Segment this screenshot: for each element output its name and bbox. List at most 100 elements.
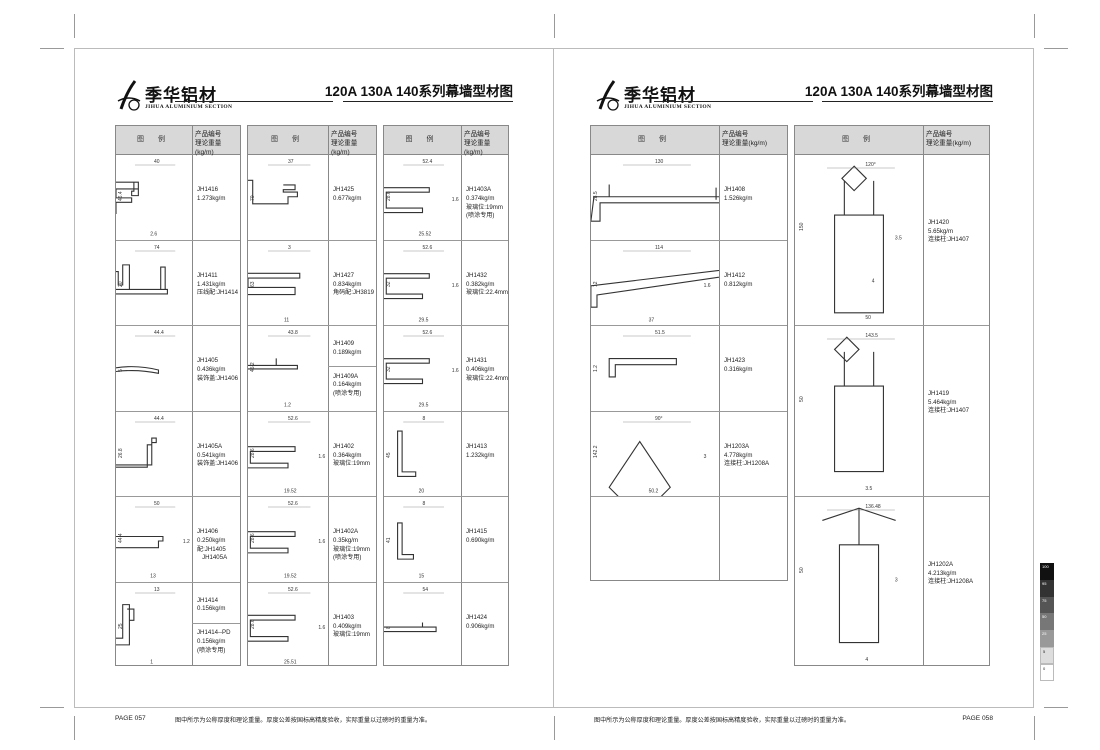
page-title: 120A 130A 140系列幕墙型材图 [804,84,993,99]
dimension-label: 8 [423,501,426,507]
profile-outline [116,603,135,645]
dimension-label: 12 [593,281,599,287]
dimension-label: 32 [386,281,392,287]
product-info: JH1427 0.834kg/m 角码配:JH3819 [333,271,374,297]
footer-note: 图中所示为公称厚度和理论重量。厚度公差按国标高精度验收，实际重量以过磅时的重量为… [594,717,850,724]
product-info: JH1414 0.156kg/m [197,596,226,613]
dimension-label: 41 [386,537,392,543]
dimension-label: 3 [704,454,707,460]
profile-drawing [591,269,719,308]
product-info: JH1415 0.690kg/m [466,528,495,545]
row-separator [795,325,989,326]
product-info: JH1425 0.677kg/m [333,186,362,203]
row-separator [384,581,508,583]
column-separator [461,126,462,665]
profile-outline [116,263,168,294]
profile-outline [116,181,139,215]
profile-outline [397,430,417,477]
product-info: JH1403 0.409kg/m 玻璃位:19mm [333,613,370,639]
profile-figure-cell [591,496,719,582]
dimension-label: 1.6 [704,283,711,289]
header-figure: 图 例 [842,136,876,143]
header-rule [654,101,813,103]
dimension-label: 46.4 [118,191,124,201]
row-separator [384,496,508,497]
dimension-label: 63 [250,281,256,287]
profile-outline [384,272,430,299]
dimension-label: 44.4 [154,330,164,336]
profile-figure: 43.8 45.2 1.2 [248,330,311,409]
dimension-label: 50 [799,396,805,402]
dimension-label: 11 [284,317,289,323]
profile-drawing [248,358,298,370]
header-code: 产品编号理论重量(kg/m) [195,130,240,157]
dimension-label: 8 [423,416,426,422]
dimension-label: 52.6 [423,330,433,336]
product-info: JH1431 0.406kg/m 玻璃位:22.4mm [466,357,508,382]
profile-figure-cell: 40 46.4 2.6 [116,154,192,240]
color-swatch: 100 [1040,563,1054,580]
profile-drawing [397,522,414,560]
profile-drawing [116,263,168,294]
header-code: 产品编号理论重量(kg/m) [722,130,767,148]
row-separator [248,325,376,326]
profile-figure: 8 45 20 [386,416,445,494]
row-separator [591,496,787,497]
dimension-label: 3.5 [895,236,902,242]
dimension-label: 50 [865,315,871,321]
profile-outline [248,445,296,468]
product-info: JH1411 1.431kg/m 压线配:JH1414 [197,271,238,297]
dimension-label: 2.6 [150,232,157,238]
profile-drawing [116,437,157,468]
logo-mark-icon [596,80,620,111]
table-header: 图 例产品编号理论重量(kg/m) [591,126,787,155]
dimension-label: 52.6 [288,416,298,422]
profile-drawing [608,358,677,378]
color-swatch: 25 [1040,630,1054,647]
header-rule [822,101,993,103]
profile-figure-cell: 3 63 11 [248,240,328,326]
product-info: JH1403A 0.374kg/m 玻璃位:19mm (喷涂专用) [466,186,503,220]
dimension-label: 28.6 [250,533,256,543]
dimension-label: 136.48 [865,504,881,510]
dimension-label: 25 [118,623,124,629]
crop-mark [1034,716,1035,740]
header-code-line: 产品编号 [926,131,953,138]
dimension-label: 43.8 [288,330,298,336]
header-code-line: 产品编号 [464,131,491,138]
profile-outline [116,366,160,375]
profile-drawing [248,531,296,554]
dimension-label: 3.5 [865,486,872,492]
dimension-label: 45 [386,452,392,458]
row-separator [248,410,376,412]
profile-drawing [248,179,298,205]
profile-outline [248,179,298,205]
dimension-label: 1.2 [593,365,599,372]
product-info: JH1409 0.189kg/m [333,340,362,356]
table-header: 图 例产品编号理论重量(kg/m) [248,126,376,156]
profile-drawing [116,181,139,215]
profile-drawing [608,440,671,496]
table-header: 图 例产品编号理论重量(kg/m) [384,126,508,156]
dimension-label: 1.2 [183,539,190,545]
dimension-label: 45.2 [250,362,256,372]
product-info: JH1419 5.464kg/m 连接柱:JH1407 [928,389,969,415]
dimension-label: 1.2 [284,403,291,409]
dimension-label: 3 [288,245,291,251]
product-info: JH1402 0.364kg/m 玻璃位:19mm [333,442,370,468]
dimension-label: 40 [154,159,160,165]
row-separator [116,581,240,583]
dimension-label: 20 [419,488,425,494]
dimension-label: 37 [288,159,294,165]
product-info: JH1405 0.436kg/m 装饰盖:JH1406 [197,357,238,382]
row-separator [116,325,240,326]
profile-outline [834,165,884,314]
product-info: JH1413 1.232kg/m [466,442,495,459]
profile-outline [591,184,719,222]
